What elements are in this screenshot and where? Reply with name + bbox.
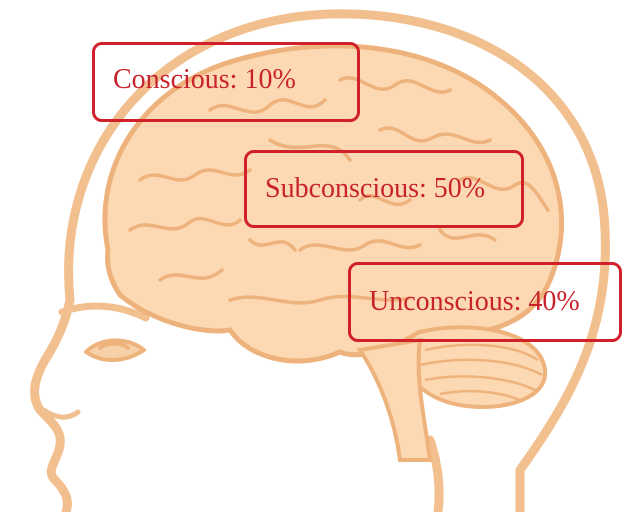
cerebrum	[102, 43, 564, 364]
unconscious-label: Unconscious: 40%	[369, 286, 580, 317]
nose	[41, 407, 81, 420]
neck	[425, 435, 444, 512]
cerebellum	[402, 325, 548, 409]
unconscious-label-box: Unconscious: 40%	[348, 262, 622, 342]
brow	[58, 302, 150, 322]
brain-stem	[356, 337, 433, 462]
eye	[84, 338, 146, 363]
conscious-label-box: Conscious: 10%	[92, 42, 360, 122]
conscious-label: Conscious: 10%	[113, 64, 296, 95]
subconscious-label: Subconscious: 50%	[265, 173, 486, 204]
subconscious-label-box: Subconscious: 50%	[244, 150, 524, 228]
face-profile	[30, 295, 75, 512]
